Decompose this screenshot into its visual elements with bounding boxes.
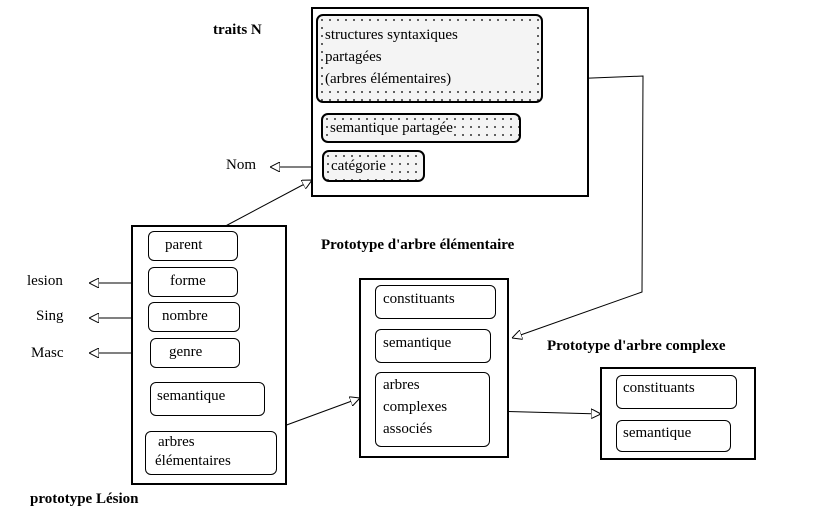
arrow-parent-to-traits [217,180,312,231]
forme-label: forme [170,273,206,289]
elementaire-constituants-box: constituants [375,285,496,319]
categorie-label: catégorie [331,158,386,174]
forme-slot: forme [148,267,238,297]
semantique-slot: semantique [150,382,265,416]
shared-structures-line-3: (arbres élémentaires) [325,68,534,90]
shared-semantics-label: semantique partagée [330,120,453,136]
elementaire-semantique-box: semantique [375,329,491,363]
prototype-elementaire-title: Prototype d'arbre élémentaire [321,237,515,253]
value-masc: Masc [31,345,64,361]
shared-structures-box: structures syntaxiques partagées (arbres… [316,14,543,103]
parent-label: parent [165,237,203,253]
nombre-slot: nombre [148,302,240,332]
elementaire-constituants-label: constituants [383,291,455,307]
shared-structures-line-1: structures syntaxiques [325,24,534,46]
shared-semantics-box: semantique partagée [321,113,521,143]
value-sing: Sing [36,308,64,324]
complexe-constituants-label: constituants [623,380,695,396]
shared-structures-line-2: partagées [325,46,534,68]
traits-n-title: traits N [213,22,262,38]
arbres-complexes-line-1: arbres [383,377,420,393]
complexe-semantique-box: semantique [616,420,731,452]
arbres-elementaires-slot: arbres élémentaires [145,431,277,475]
arrow-structures-to-elementaire [512,75,644,338]
categorie-box: catégorie [322,150,425,182]
arbres-elementaires-line-1: arbres [158,434,195,450]
parent-slot: parent [148,231,238,261]
value-nom: Nom [226,157,256,173]
nombre-label: nombre [162,308,208,324]
value-lesion: lesion [27,273,63,289]
prototype-lesion-title: prototype Lésion [30,491,139,507]
prototype-complexe-title: Prototype d'arbre complexe [547,338,726,354]
semantique-label: semantique [157,388,226,404]
arbres-complexes-line-2: complexes [383,399,448,415]
elementaire-semantique-label: semantique [383,335,452,351]
arbres-complexes-box: arbres complexes associés [375,372,490,447]
complexe-constituants-box: constituants [616,375,737,409]
arrow-arbres-to-elementaire [272,398,360,431]
genre-label: genre [169,344,203,360]
genre-slot: genre [150,338,240,368]
arbres-complexes-line-3: associés [383,421,433,437]
complexe-semantique-label: semantique [623,425,692,441]
arbres-elementaires-line-2: élémentaires [155,453,231,469]
